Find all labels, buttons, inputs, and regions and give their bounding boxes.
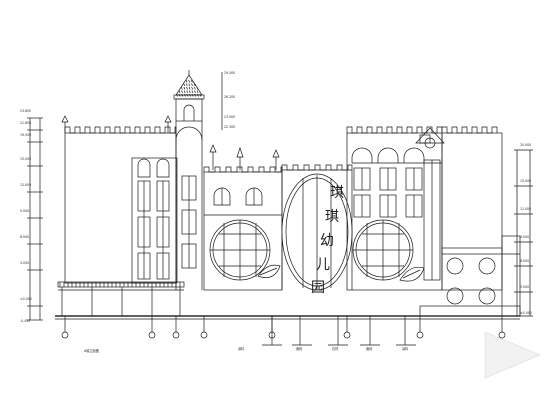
roof-tile	[181, 90, 183, 94]
left-window-column	[137, 158, 170, 280]
roof-tile	[193, 86, 196, 90]
small-spire	[209, 144, 280, 170]
roof-tile	[185, 83, 188, 87]
axis-bubble	[148, 331, 156, 339]
roof-tile	[186, 90, 189, 94]
roof-tile	[188, 86, 191, 90]
material-label-5: 涂料	[402, 346, 409, 351]
roof-tile	[196, 90, 199, 94]
roof-tile	[188, 79, 191, 83]
sign-char-2: 琪	[325, 209, 339, 225]
left-level-3: 15.000	[20, 157, 31, 161]
axis-bubble	[172, 331, 180, 339]
battlement	[64, 126, 177, 134]
axis-bubble	[61, 331, 69, 339]
axis-bubble	[498, 331, 506, 339]
battlement	[441, 126, 498, 134]
right-level-2: 12.000	[520, 207, 531, 211]
right-block	[346, 126, 443, 291]
left-level-5: 9.000	[20, 209, 29, 213]
material-label-3: 石材	[332, 346, 339, 351]
right-low-wing	[441, 126, 521, 317]
sign-char-3: 幼	[320, 233, 334, 249]
bottom-labels: A轴立面图 涂料 面砖 石材 面砖 涂料	[84, 346, 409, 353]
axis-bubble	[343, 331, 351, 339]
roof-tile	[193, 83, 196, 87]
roof-tile	[180, 86, 183, 90]
roof-tile	[186, 86, 188, 90]
material-label-2: 面砖	[296, 346, 303, 351]
roof-tile	[183, 90, 186, 94]
roof-tile	[194, 90, 196, 94]
pergola	[57, 281, 185, 316]
elevation-title: A轴立面图	[84, 348, 99, 353]
battlement	[281, 164, 353, 171]
roof-tile	[191, 90, 194, 94]
left-level-2: 19.500	[20, 133, 31, 137]
corner-fold-mark	[484, 331, 541, 379]
right-level-6: ±0.000	[520, 311, 532, 315]
right-level-1: 15.000	[520, 179, 531, 183]
tower-level-labels: 29.500 26.200 23.500 22.300	[221, 71, 235, 130]
sign-char-4: 儿	[316, 257, 330, 273]
center-left-block	[203, 166, 283, 291]
base-band	[419, 305, 521, 317]
right-level-5: 3.000	[520, 285, 529, 289]
battlement	[203, 166, 283, 173]
left-level-1: 21.600	[20, 121, 31, 125]
tower-level-0: 29.500	[224, 71, 235, 75]
battlement	[346, 126, 443, 134]
sign-char-5: 园	[311, 280, 325, 296]
left-level-9: -0.450	[20, 319, 30, 323]
left-dimensions	[27, 117, 43, 321]
roof-tile	[196, 86, 199, 90]
roof-tile	[190, 79, 193, 83]
tower-level-2: 23.500	[224, 115, 235, 119]
left-level-4: 12.000	[20, 183, 31, 187]
left-level-8: ±0.000	[20, 297, 32, 301]
right-dimensions	[514, 149, 533, 317]
kindergarten-sign: 琪 琪 幼 儿 园	[311, 185, 344, 296]
roof-tile	[178, 90, 181, 94]
roof-tile	[183, 86, 186, 90]
right-level-4: 6.000	[520, 259, 529, 263]
axis-bubble	[416, 331, 424, 339]
right-level-0: 20.000	[520, 143, 531, 147]
tower-level-1: 26.200	[224, 95, 235, 99]
axis-bubble	[200, 331, 208, 339]
roof-tile	[188, 83, 191, 87]
tower-level-3: 22.300	[224, 125, 235, 129]
left-level-7: 3.000	[20, 261, 29, 265]
roof-tile	[188, 90, 191, 94]
roof-tile	[185, 79, 188, 83]
right-level-labels: 20.000 15.000 12.000 9.000 6.000 3.000 ±…	[520, 143, 532, 315]
roof-tile	[191, 86, 194, 90]
right-turret	[415, 127, 445, 149]
castle-tower	[173, 70, 205, 290]
material-leaders	[262, 316, 416, 346]
left-level-0: 23.800	[20, 109, 31, 113]
left-level-6: 6.000	[20, 235, 29, 239]
center-sign-gable	[281, 164, 353, 291]
right-level-3: 9.000	[520, 235, 529, 239]
material-label-4: 面砖	[366, 346, 373, 351]
left-wing	[61, 115, 178, 284]
roof-tile	[191, 83, 193, 87]
material-label-1: 涂料	[238, 346, 245, 351]
roof-tile	[183, 83, 186, 87]
sign-char-1: 琪	[330, 185, 344, 201]
left-level-labels: 23.800 21.600 19.500 15.000 12.000 9.000…	[20, 109, 32, 323]
